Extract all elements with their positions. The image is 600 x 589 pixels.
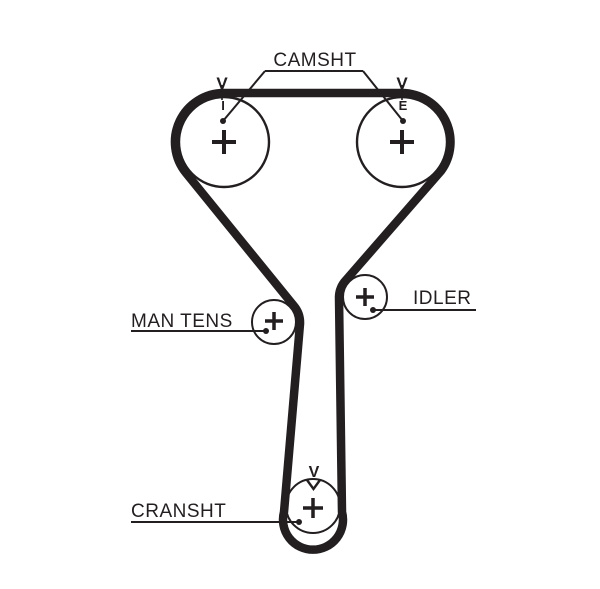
- crank-v-mark: V: [309, 464, 320, 481]
- dot-icon: [220, 118, 226, 124]
- manual-tensioner-callout: MAN TENS: [131, 311, 269, 334]
- crankshaft-callout: CRANSHT: [131, 501, 302, 525]
- plus-cross-icon: [303, 498, 323, 518]
- idler-callout: IDLER: [370, 288, 476, 313]
- manual-tensioner-label: MAN TENS: [131, 311, 233, 332]
- crankshaft-label: CRANSHT: [131, 501, 226, 522]
- idler-label: IDLER: [413, 288, 471, 309]
- camshaft-label: CAMSHT: [273, 50, 356, 71]
- dot-icon: [400, 118, 406, 124]
- right-cam-id-mark: E: [399, 98, 408, 113]
- right-camshaft-pulley: [355, 95, 449, 189]
- right-cam-v-mark: V: [396, 74, 408, 93]
- left-cam-v-mark: V: [216, 74, 228, 93]
- manual-tensioner-pulley: [251, 299, 297, 345]
- dot-icon: [263, 328, 269, 334]
- timing-belt-path: [170, 88, 455, 554]
- dot-icon: [370, 307, 376, 313]
- plus-cross-icon: [390, 130, 414, 154]
- dot-icon: [296, 519, 302, 525]
- plus-cross-icon: [356, 288, 374, 306]
- plus-cross-icon: [265, 312, 283, 330]
- camshaft-callout: CAMSHT: [220, 50, 406, 124]
- chevron-down-icon: [306, 479, 321, 492]
- plus-cross-icon: [212, 130, 236, 154]
- left-cam-id-mark: I: [221, 98, 225, 113]
- camshaft-leader-lines: [222, 70, 404, 122]
